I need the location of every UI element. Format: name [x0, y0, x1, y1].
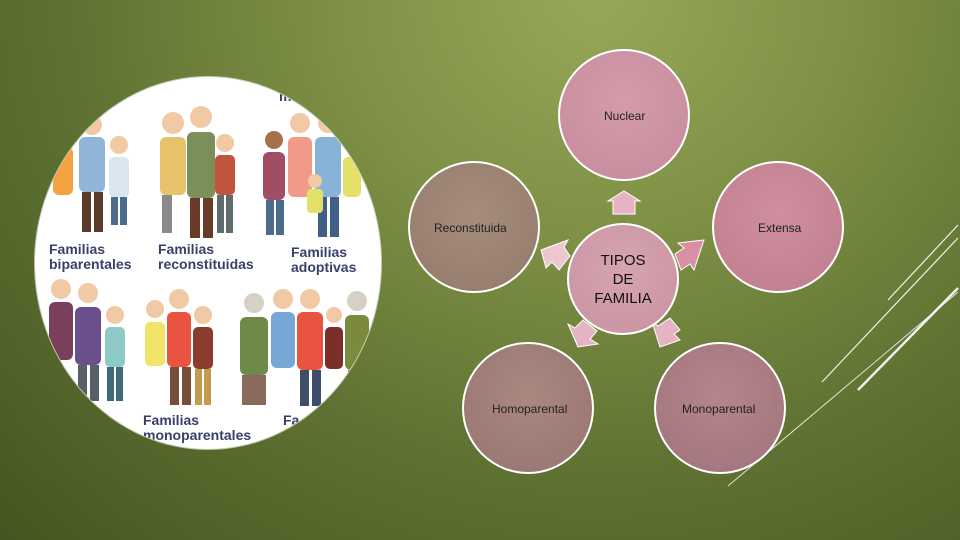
node-reconstituida-label: Reconstituida	[434, 221, 507, 235]
caption-partial: Fa	[283, 412, 300, 428]
arrow-to-nuclear	[606, 190, 642, 215]
arrow-to-homoparental	[566, 319, 600, 348]
center-label: TIPOS DE FAMILIA	[594, 251, 652, 307]
node-nuclear-label: Nuclear	[604, 109, 646, 123]
caption-biparentales: Familias biparentales	[49, 241, 132, 272]
node-extensa: Extensa	[712, 161, 844, 293]
family-adoptiva-figures	[263, 113, 361, 237]
caption-adoptivas: Familias adoptivas	[291, 244, 357, 275]
node-monoparental-label: Monoparental	[682, 402, 756, 416]
node-extensa-label: Extensa	[758, 221, 802, 235]
family-biparental-figures	[53, 115, 129, 232]
top-fragment: m	[279, 88, 291, 104]
caption-reconstituidas: Familias reconstituidas	[158, 241, 254, 272]
node-center: TIPOS DE FAMILIA	[567, 223, 679, 335]
families-illustration: m Familias biparentales Familias reconst…	[35, 77, 381, 449]
family-extensa-figures	[240, 289, 369, 406]
node-nuclear: Nuclear	[558, 49, 690, 181]
node-monoparental: Monoparental	[654, 342, 786, 474]
arrow-to-extensa	[674, 239, 705, 272]
family-reconstituida-figures	[160, 106, 235, 238]
families-drawing: m	[49, 88, 369, 406]
caption-monoparentales: Familias monoparentales	[143, 412, 252, 443]
node-reconstituida: Reconstituida	[408, 161, 540, 293]
node-homoparental-label: Homoparental	[492, 402, 568, 416]
family-monoparental-figures	[49, 279, 213, 405]
node-homoparental: Homoparental	[462, 342, 594, 474]
arrow-to-reconstituida	[540, 239, 571, 271]
